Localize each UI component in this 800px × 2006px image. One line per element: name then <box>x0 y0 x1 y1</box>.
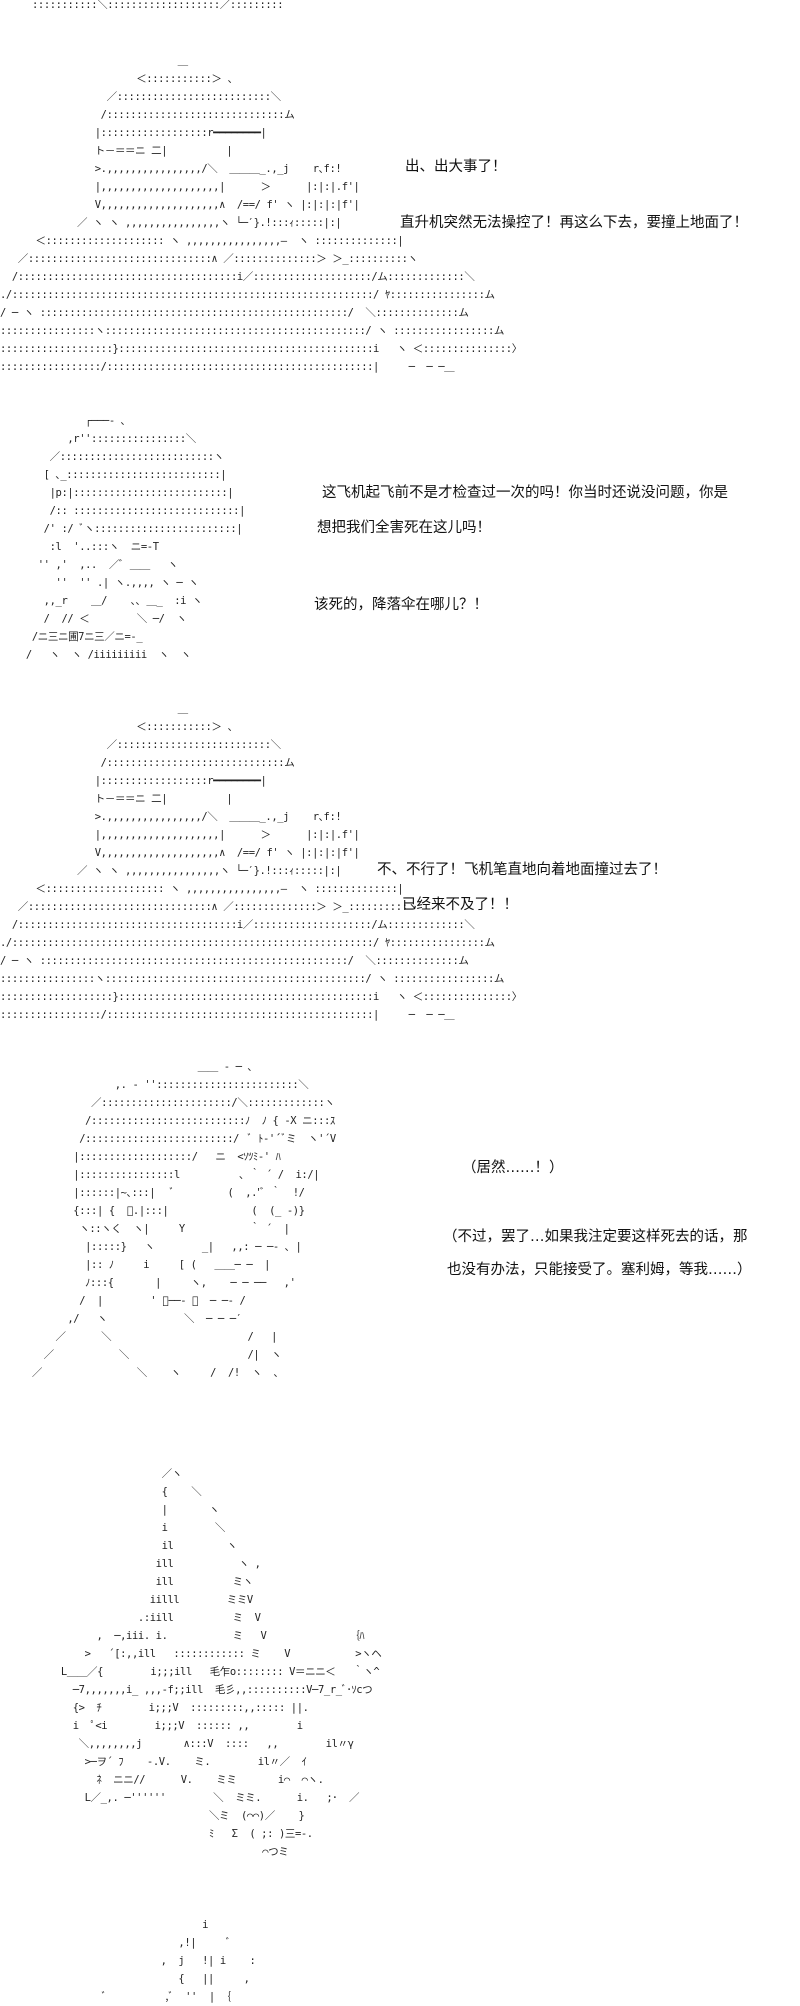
dialogue-line: 想把我们全害死在这儿吗！ <box>317 520 491 536</box>
dialogue-line: 这飞机起飞前不是才检查过一次的吗！你当时还说没问题，你是 <box>322 485 728 501</box>
dialogue-line: 已经来不及了！！ <box>402 897 518 913</box>
dialogue-line: 出、出大事了！ <box>405 159 507 175</box>
dialogue-line: （不过，罢了…如果我注定要这样死去的话，那 <box>443 1229 748 1245</box>
top-art-fragment: :::::::::::＼:::::::::::::::::::／::::::::… <box>32 0 284 11</box>
ascii-art-passenger: ┌───‐ ､ ,r''::::::::::::::::＼ ／:::::::::… <box>25 415 246 661</box>
ascii-art-pilot: ＿ ＜:::::::::::＞ 、 ／:::::::::::::::::::::… <box>0 703 522 1021</box>
dialogue-line: （居然……！） <box>462 1160 564 1176</box>
ascii-art-pilot: ＿ ＜:::::::::::＞ 、 ／:::::::::::::::::::::… <box>0 55 522 373</box>
ascii-art-man-face: ＿＿ ‐ ─ ､ ,. ‐ ''::::::::::::::::::::::::… <box>31 1061 336 1379</box>
ascii-art-crash-scene: ／ヽ { ＼ | ヽ i ＼ il ヽ ill ヽ , ill ミヽ <box>60 1468 382 1858</box>
dialogue-line: 也没有办法，只能接受了。塞利姆，等我……） <box>447 1262 752 1278</box>
dialogue-line: 该死的，降落伞在哪儿？！ <box>314 597 488 613</box>
ascii-art-fragment: i ,!| ﾞ , j !| i : { || , ﾞ ,ﾞ '' | ｛ <box>101 1919 256 2003</box>
dialogue-line: 直升机突然无法操控了！再这么下去，要撞上地面了！ <box>400 215 748 231</box>
dialogue-line: 不、不行了！飞机笔直地向着地面撞过去了！ <box>377 862 667 878</box>
